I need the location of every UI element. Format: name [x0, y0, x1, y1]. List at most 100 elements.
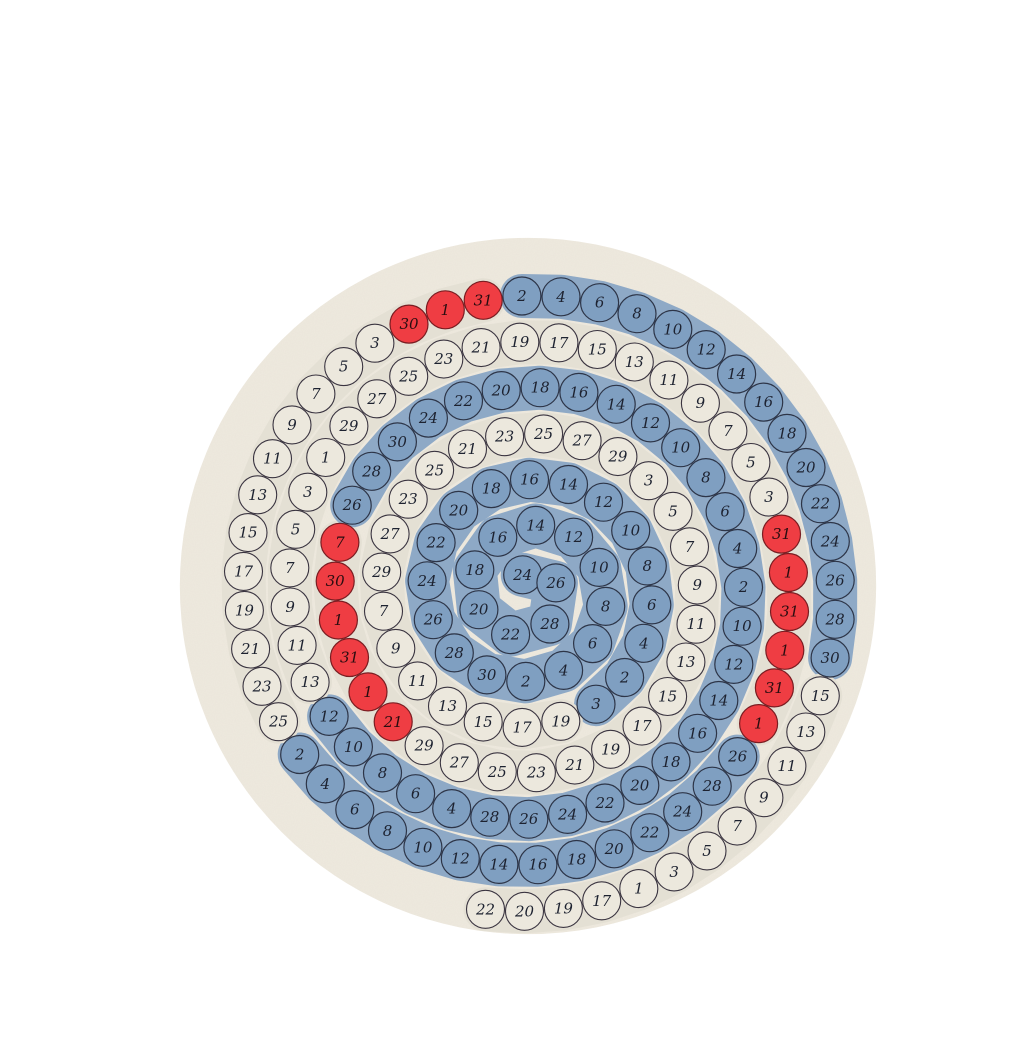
day-number: 22: [500, 626, 520, 644]
day-number: 23: [494, 428, 514, 446]
day-cell-light: 22: [467, 890, 505, 928]
day-cell-blue: 26: [719, 738, 757, 776]
day-number: 30: [821, 649, 841, 667]
day-cell-blue: 28: [435, 634, 473, 672]
day-cell-blue: 4: [542, 278, 580, 316]
day-number: 10: [671, 439, 691, 457]
day-cell-blue: 2: [507, 662, 545, 700]
day-cell-light: 17: [623, 707, 661, 745]
day-cell-light: 23: [425, 340, 463, 378]
day-number: 10: [663, 320, 683, 338]
day-cell-blue: 12: [585, 483, 623, 521]
day-number: 18: [777, 424, 796, 442]
day-number: 3: [764, 488, 774, 506]
day-number: 28: [702, 777, 722, 795]
day-cell-blue: 24: [408, 562, 446, 600]
day-number: 14: [489, 855, 508, 873]
day-number: 15: [588, 341, 607, 359]
day-number: 14: [526, 516, 545, 534]
day-number: 4: [558, 661, 569, 679]
day-number: 15: [658, 688, 677, 706]
day-number: 11: [408, 672, 427, 690]
day-cell-light: 7: [709, 412, 747, 450]
day-number: 22: [810, 495, 830, 513]
day-number: 28: [479, 808, 499, 826]
day-cell-red: 1: [766, 631, 804, 669]
day-number: 17: [592, 892, 612, 910]
day-number: 3: [644, 472, 654, 490]
day-cell-blue: 10: [404, 828, 442, 866]
day-cell-light: 13: [667, 643, 705, 681]
day-cell-blue: 20: [440, 491, 478, 529]
day-number: 8: [383, 822, 393, 840]
day-cell-blue: 28: [693, 767, 731, 805]
day-number: 5: [702, 842, 712, 860]
day-number: 7: [311, 385, 321, 403]
day-number: 4: [732, 540, 743, 558]
day-number: 12: [451, 850, 470, 868]
day-number: 6: [588, 635, 598, 653]
day-number: 4: [638, 634, 649, 652]
day-cell-light: 27: [563, 422, 601, 460]
day-cell-blue: 26: [816, 561, 854, 599]
day-cell-red: 30: [390, 305, 428, 343]
day-number: 1: [784, 564, 794, 582]
day-cell-blue: 30: [378, 423, 416, 461]
day-number: 5: [668, 502, 678, 520]
day-number: 31: [765, 679, 784, 697]
day-cell-blue: 2: [725, 568, 763, 606]
day-cell-blue: 12: [555, 518, 593, 556]
day-number: 1: [321, 449, 331, 467]
day-cell-blue: 22: [586, 784, 624, 822]
day-cell-light: 27: [358, 380, 396, 418]
day-cell-blue: 24: [504, 556, 542, 594]
day-cell-blue: 8: [618, 295, 656, 333]
day-number: 21: [383, 713, 403, 731]
day-cell-blue: 26: [537, 564, 575, 602]
day-cell-light: 9: [745, 779, 783, 817]
day-number: 27: [572, 432, 593, 450]
day-cell-light: 7: [365, 592, 403, 630]
day-cell-blue: 18: [456, 551, 494, 589]
day-number: 1: [363, 683, 373, 701]
day-number: 24: [418, 409, 438, 427]
day-cell-red: 1: [769, 554, 807, 592]
day-number: 20: [629, 776, 650, 794]
day-number: 24: [820, 533, 840, 551]
day-number: 12: [564, 528, 583, 546]
day-cell-red: 31: [464, 281, 502, 319]
day-cell-light: 9: [681, 384, 719, 422]
day-number: 20: [491, 382, 512, 400]
day-number: 3: [303, 483, 313, 501]
day-number: 6: [720, 503, 730, 521]
day-cell-light: 9: [271, 588, 309, 626]
day-cell-blue: 16: [479, 518, 517, 556]
day-cell-blue: 20: [621, 766, 659, 804]
day-cell-blue: 22: [492, 616, 530, 654]
day-cell-blue: 4: [545, 651, 583, 689]
day-cell-blue: 14: [550, 466, 588, 504]
day-number: 16: [528, 856, 548, 874]
day-cell-light: 25: [525, 415, 563, 453]
day-number: 4: [555, 288, 566, 306]
day-number: 9: [287, 416, 297, 434]
day-cell-blue: 8: [587, 587, 625, 625]
day-number: 21: [457, 440, 477, 458]
day-number: 28: [361, 462, 381, 480]
day-cell-blue: 10: [723, 607, 761, 645]
day-number: 7: [379, 602, 389, 620]
day-cell-blue: 24: [664, 793, 702, 831]
day-cell-blue: 8: [369, 812, 407, 850]
day-number: 9: [759, 789, 769, 807]
day-number: 7: [685, 538, 695, 556]
day-number: 1: [634, 880, 644, 898]
day-number: 17: [513, 718, 533, 736]
day-cell-light: 23: [517, 754, 555, 792]
day-cell-light: 29: [405, 727, 443, 765]
day-cell-blue: 18: [558, 841, 596, 879]
day-cell-red: 21: [374, 703, 412, 741]
day-cell-blue: 26: [510, 800, 548, 838]
day-number: 31: [474, 291, 493, 309]
day-number: 19: [551, 712, 571, 730]
day-cell-light: 17: [540, 324, 578, 362]
